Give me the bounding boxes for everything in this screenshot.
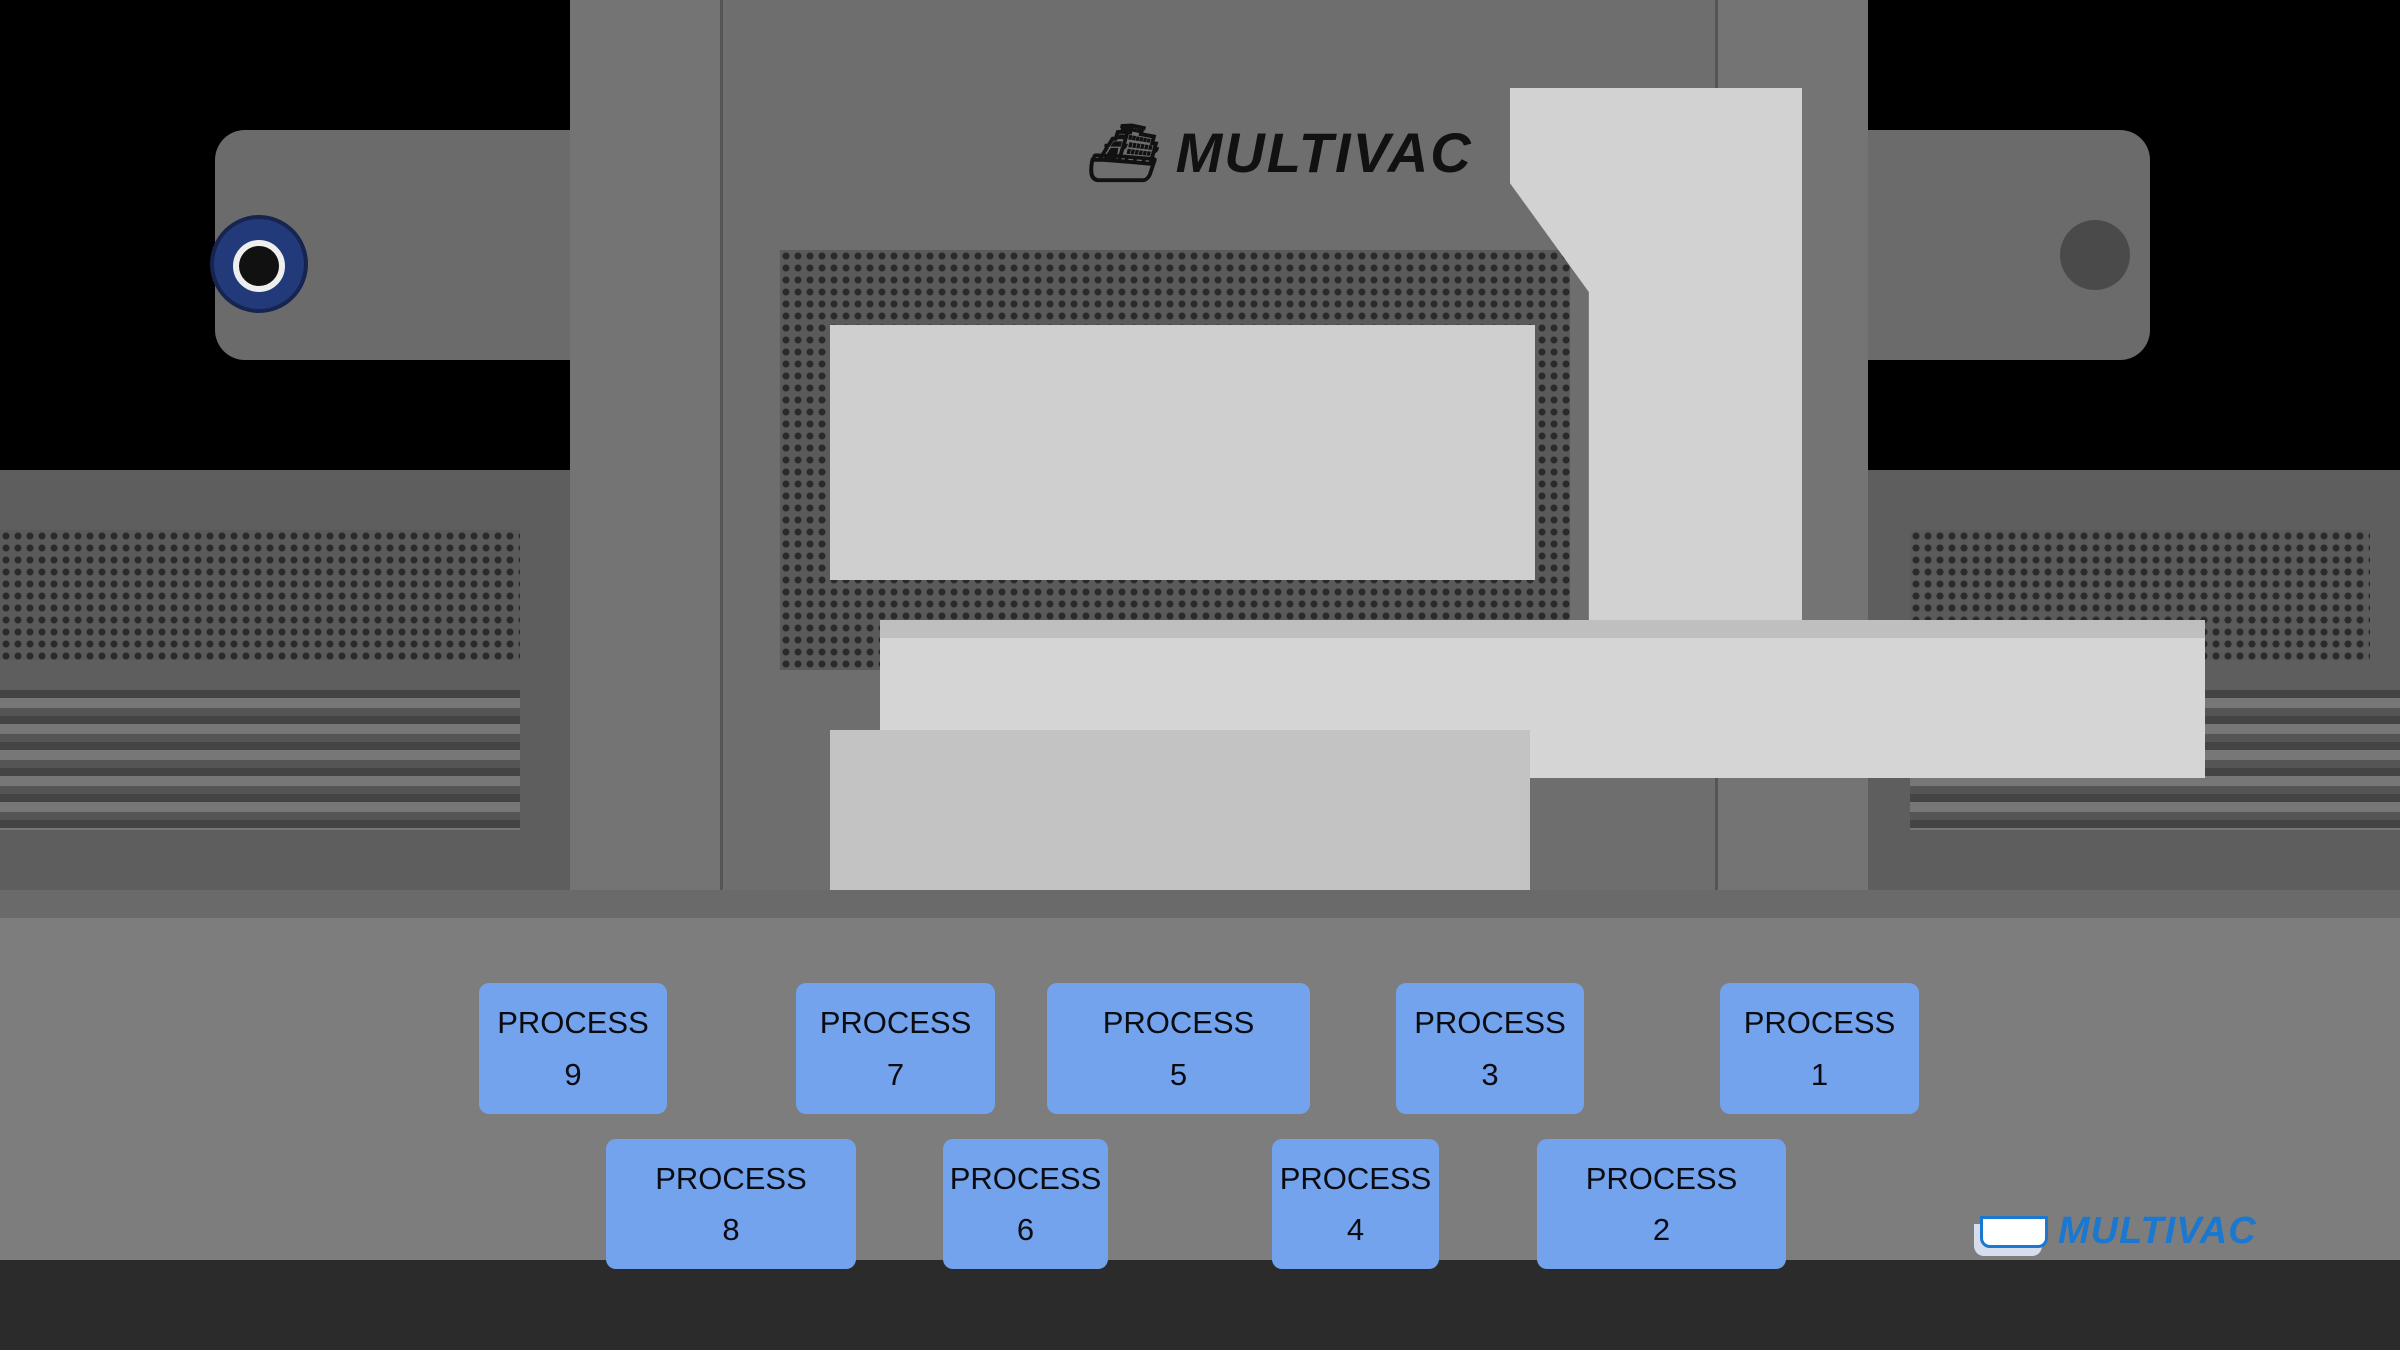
left-mesh: [0, 530, 520, 660]
process-number: 3: [1481, 1056, 1499, 1092]
process-9-button[interactable]: PROCESS 9: [479, 983, 667, 1114]
machine-logo: ⛴ MULTIVAC: [1085, 121, 1473, 184]
process-label: PROCESS: [1585, 1161, 1738, 1196]
process-label: PROCESS: [1102, 1005, 1255, 1041]
right-film-knob: [2060, 220, 2130, 290]
process-5-button[interactable]: PROCESS 5: [1047, 983, 1310, 1114]
process-8-button[interactable]: PROCESS 8: [606, 1139, 856, 1269]
process-7-button[interactable]: PROCESS 7: [796, 983, 995, 1114]
process-label: PROCESS: [1743, 1005, 1896, 1041]
process-4-button[interactable]: PROCESS 4: [1272, 1139, 1439, 1269]
process-number: 2: [1652, 1212, 1671, 1247]
process-label: PROCESS: [497, 1005, 649, 1041]
process-3-button[interactable]: PROCESS 3: [1396, 983, 1584, 1114]
process-label: PROCESS: [949, 1161, 1102, 1196]
process-number: 7: [886, 1056, 905, 1092]
brand-logo: MULTIVAC: [1980, 1210, 2257, 1253]
process-label: PROCESS: [1279, 1161, 1432, 1196]
process-2-button[interactable]: PROCESS 2: [1537, 1139, 1786, 1269]
process-number: 6: [1016, 1212, 1035, 1247]
tray-logo-icon: [1980, 1215, 2048, 1248]
process-number: 8: [722, 1212, 740, 1247]
process-label: PROCESS: [819, 1005, 972, 1041]
process-number: 4: [1346, 1212, 1365, 1247]
process-number: 1: [1810, 1056, 1829, 1092]
process-label: PROCESS: [655, 1161, 807, 1196]
process-number: 9: [564, 1056, 582, 1092]
floor: [0, 1260, 2400, 1350]
upper-tool: [830, 325, 1535, 580]
housing-pillar-left: [570, 0, 723, 890]
process-label: PROCESS: [1414, 1005, 1566, 1041]
process-1-button[interactable]: PROCESS 1: [1720, 983, 1919, 1114]
machine-logo-icon: ⛴: [1085, 121, 1159, 184]
left-ribs: [0, 690, 520, 830]
brand-logo-text: MULTIVAC: [2058, 1210, 2257, 1252]
process-number: 5: [1169, 1056, 1188, 1092]
process-6-button[interactable]: PROCESS 6: [943, 1139, 1108, 1269]
left-film-roll-core: [233, 240, 285, 292]
